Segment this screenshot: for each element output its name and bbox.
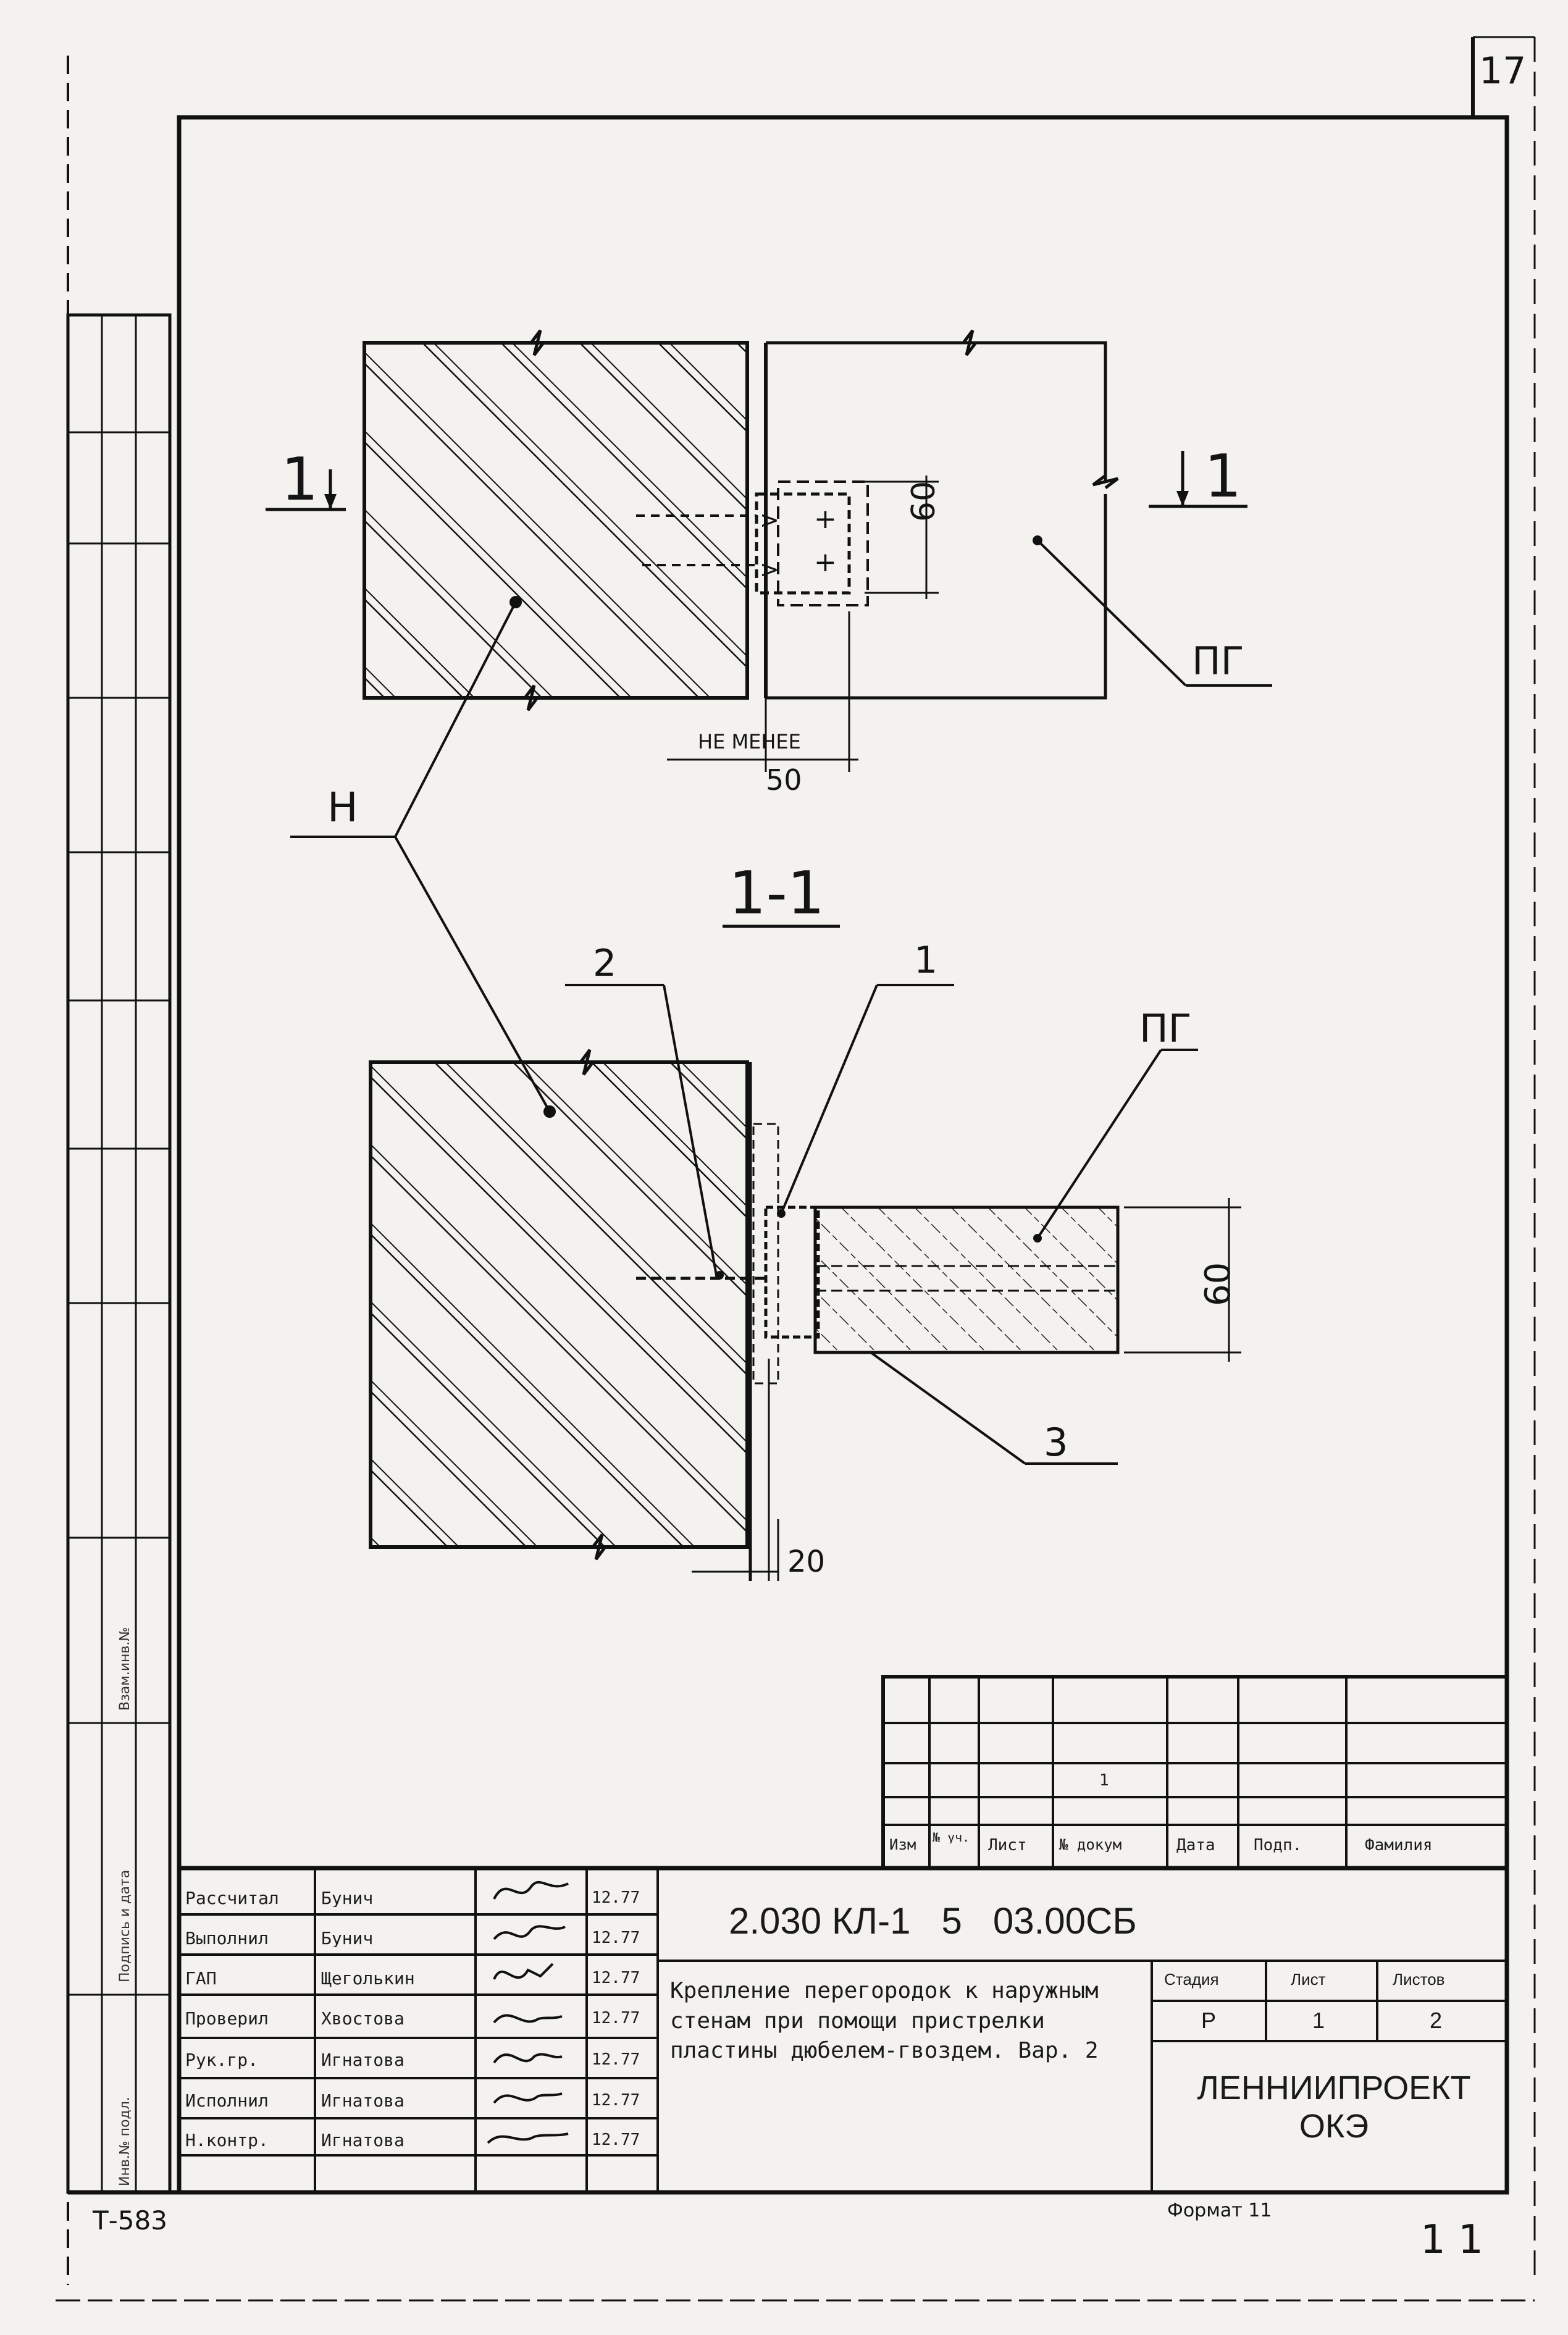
note-min: НЕ МЕНЕЕ xyxy=(698,730,801,753)
sig-name: Игнатова xyxy=(321,2092,405,2110)
signature-scribbles xyxy=(487,1880,569,2144)
rev-col-sign: Подп. xyxy=(1254,1837,1302,1853)
label-item-1: 1 xyxy=(914,939,938,982)
sheet-label: Лист xyxy=(1291,1970,1326,1989)
side-field-2: Подпись и дата xyxy=(117,1869,133,1982)
sig-role: Проверил xyxy=(185,2010,269,2027)
rev-mark: 1 xyxy=(1099,1772,1109,1788)
doc-code: 2.030 КЛ-1 5 03.00СБ xyxy=(729,1900,1137,1942)
dim-20: 20 xyxy=(787,1545,826,1579)
sig-date: 12.77 xyxy=(592,2132,640,2148)
sig-name: Щеголькин xyxy=(321,1970,415,1987)
doc-description: Крепление перегородок к наружным стенам … xyxy=(670,1978,1099,2064)
label-wall: Н xyxy=(327,784,358,831)
section-view xyxy=(369,924,1241,1581)
rev-col-uch: № уч. xyxy=(933,1831,970,1843)
revision-table-grid xyxy=(881,1675,1509,1870)
footer-corner-mark: 1 1 xyxy=(1420,2217,1483,2263)
section-mark-left: 1 xyxy=(281,446,319,514)
rev-col-izm: Изм xyxy=(889,1837,916,1852)
sig-role: Исполнил xyxy=(185,2092,269,2110)
section-mark-right: 1 xyxy=(1204,443,1242,511)
footer-format: Формат 11 xyxy=(1167,2200,1272,2221)
svg-text:>: > xyxy=(760,556,779,583)
svg-text:>: > xyxy=(760,506,779,534)
footer-left-code: Т-583 xyxy=(93,2205,167,2236)
title-block-grid xyxy=(177,1866,1509,2195)
label-panel-bottom: ПГ xyxy=(1139,1006,1192,1051)
side-field-3: Инв.№ подл. xyxy=(117,2097,133,2186)
rev-col-date: Дата xyxy=(1176,1837,1215,1853)
sheets-label: Листов xyxy=(1393,1970,1445,1989)
sig-name: Хвостова xyxy=(321,2010,405,2027)
sheet-number: 17 xyxy=(1479,49,1527,93)
rev-col-name: Фамилия xyxy=(1365,1837,1433,1853)
sig-date: 12.77 xyxy=(592,2092,640,2108)
stage-value: Р xyxy=(1201,2008,1217,2033)
side-strip xyxy=(66,313,172,2194)
sig-date: 12.77 xyxy=(592,2010,640,2026)
sig-date: 12.77 xyxy=(592,1930,640,1946)
sig-name: Игнатова xyxy=(321,2132,405,2149)
section-title: 1-1 xyxy=(729,860,825,928)
sig-role: Рук.гр. xyxy=(185,2052,259,2069)
sig-role: Выполнил xyxy=(185,1930,269,1947)
svg-text:+: + xyxy=(814,547,837,578)
sheet-value: 1 xyxy=(1312,2008,1325,2033)
plan-view-top: + + > > xyxy=(266,329,1272,772)
rev-col-doc: № докум xyxy=(1059,1837,1122,1852)
sig-role: Н.контр. xyxy=(185,2132,269,2149)
label-item-3: 3 xyxy=(1044,1420,1068,1465)
sig-date: 12.77 xyxy=(592,2052,640,2068)
dim-50: 50 xyxy=(766,763,802,797)
sig-date: 12.77 xyxy=(592,1970,640,1986)
sheets-value: 2 xyxy=(1430,2008,1443,2033)
side-field-1: Взам.инв.№ xyxy=(117,1627,133,1711)
sig-name: Бунич xyxy=(321,1890,374,1907)
sig-date: 12.77 xyxy=(592,1890,640,1906)
stage-label: Стадия xyxy=(1164,1970,1219,1989)
svg-text:+: + xyxy=(814,503,837,535)
rev-col-list: Лист xyxy=(988,1837,1027,1853)
sig-name: Игнатова xyxy=(321,2052,405,2069)
sig-role: Рассчитал xyxy=(185,1890,279,1907)
dim-60-bottom: 60 xyxy=(1198,1262,1238,1306)
sig-role: ГАП xyxy=(185,1970,217,1987)
organization: ЛЕННИИПРОЕКТ ОКЭ xyxy=(1197,2069,1471,2145)
label-panel-top: ПГ xyxy=(1192,639,1244,684)
dim-60-top: 60 xyxy=(905,480,942,522)
sig-name: Бунич xyxy=(321,1930,374,1947)
label-item-2: 2 xyxy=(593,942,617,985)
